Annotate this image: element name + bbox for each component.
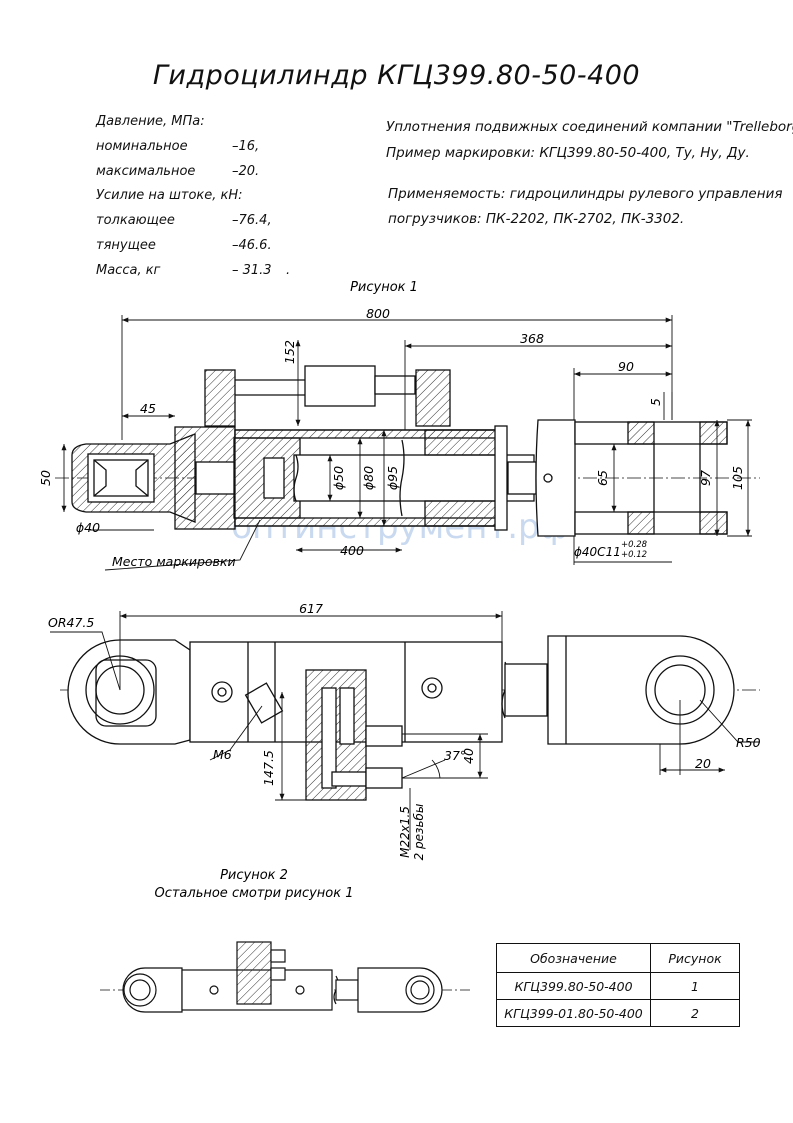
- max-value: –20.: [232, 164, 260, 179]
- force-header: Усилие на штоке, кН:: [96, 188, 243, 203]
- table-cell-figure: 1: [650, 972, 740, 1000]
- nominal-value: –16,: [232, 139, 260, 154]
- table-header-figure: Рисунок: [650, 943, 740, 973]
- figure1-cylinder: [55, 365, 760, 537]
- figure2-dimensions: [50, 611, 760, 850]
- mass-dot: .: [286, 263, 291, 278]
- dim-diameter-80: ϕ80: [361, 466, 376, 490]
- dim-105: 105: [730, 466, 745, 490]
- table-row: КГЦ399.80-50-400 1: [496, 972, 740, 1000]
- dim-65: 65: [595, 470, 610, 486]
- table-cell-designation: КГЦ399-01.80-50-400: [496, 999, 651, 1027]
- dim-152: 152: [282, 340, 297, 364]
- figure1-dimensions: [61, 315, 752, 571]
- dim-radius-47-5: OR47.5: [48, 615, 94, 630]
- table-header-row: Обозначение Рисунок: [496, 943, 740, 973]
- dim-50-left: 50: [38, 470, 53, 486]
- dim-two-threads: 2 резьбы: [412, 804, 426, 861]
- max-label: максимальное: [96, 164, 196, 179]
- tolerance-upper: +0.28: [621, 540, 648, 550]
- table-row: КГЦ399-01.80-50-400 2: [496, 999, 740, 1027]
- push-value: –76.4,: [232, 213, 272, 228]
- mass-label: Масса, кг: [96, 263, 161, 278]
- pull-value: –46.6.: [232, 238, 272, 253]
- figure1-caption: Рисунок 1: [350, 280, 418, 295]
- table-cell-figure: 2: [650, 999, 740, 1027]
- dim-45: 45: [140, 401, 156, 416]
- page-title: Гидроцилиндр КГЦ399.80-50-400: [152, 60, 641, 91]
- dim-617: 617: [299, 601, 323, 616]
- dim-thread-m6: M6: [213, 747, 232, 762]
- dim-thread-m22: M22x1.5: [398, 806, 412, 858]
- tolerance-lower: +0.12: [621, 550, 647, 560]
- dim-diameter-40: ϕ40: [76, 520, 100, 535]
- dim-diameter-50: ϕ50: [331, 466, 346, 490]
- marking-place-label: Место маркировки: [112, 554, 236, 569]
- dim-20: 20: [695, 756, 711, 771]
- dim-radius-50: R50: [736, 735, 761, 750]
- seals-note: Уплотнения подвижных соединений компании…: [386, 119, 793, 135]
- designation-table: Обозначение Рисунок КГЦ399.80-50-400 1 К…: [496, 943, 740, 1027]
- dim-147-5: 147.5: [261, 750, 276, 786]
- dim-total-length: 800: [366, 306, 390, 321]
- pull-label: тянущее: [96, 238, 156, 253]
- table-cell-designation: КГЦ399.80-50-400: [496, 972, 651, 1000]
- dim-40: 40: [461, 748, 476, 764]
- dim-5: 5: [649, 398, 663, 406]
- figure2-caption-note: Остальное смотри рисунок 1: [154, 886, 353, 901]
- figure2-caption: Рисунок 2: [220, 868, 288, 883]
- dim-90: 90: [618, 359, 634, 374]
- dim-bore-40c11: ϕ40C11: [574, 545, 621, 559]
- dim-368: 368: [520, 331, 544, 346]
- figure2-cylinder: [60, 635, 760, 801]
- dim-angle-37: 37°: [444, 748, 466, 763]
- marking-example: Пример маркировки: КГЦ399.80-50-400, Ту,…: [386, 145, 750, 161]
- table-header-designation: Обозначение: [496, 943, 651, 973]
- nominal-label: номинальное: [96, 139, 188, 154]
- dim-400: 400: [340, 543, 364, 558]
- overview-cylinder: [100, 941, 470, 1013]
- mass-value: – 31.3: [232, 263, 272, 278]
- push-label: толкающее: [96, 213, 175, 228]
- pressure-header: Давление, МПа:: [96, 114, 205, 129]
- usage-line-2: погрузчиков: ПК-2202, ПК-2702, ПК-3302.: [388, 211, 685, 227]
- usage-line-1: Применяемость: гидроцилиндры рулевого уп…: [388, 186, 783, 202]
- dim-diameter-95: ϕ95: [385, 466, 400, 490]
- dim-97: 97: [698, 470, 713, 486]
